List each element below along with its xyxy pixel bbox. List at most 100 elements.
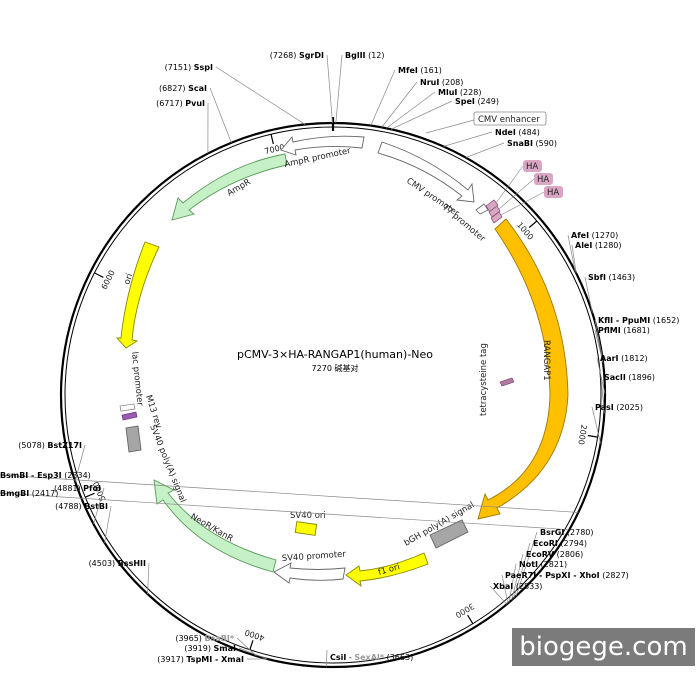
watermark: biogege.com — [512, 628, 695, 666]
ha-tag-label-2: HA — [537, 175, 549, 185]
t7-promoter-arrow — [475, 203, 489, 215]
restriction-site: AleI (1280) — [571, 241, 622, 274]
site-position: (2780) — [567, 528, 594, 537]
site-extra-name: SexAI* — [354, 653, 385, 662]
site-label: MfeI (161) — [398, 66, 442, 75]
site-name: PaeR7I - PspXI - XhoI — [505, 571, 600, 580]
tick-label: 6000 — [100, 269, 117, 291]
site-leader — [370, 69, 396, 126]
site-leader — [238, 647, 268, 660]
site-position: (1681) — [623, 326, 650, 335]
site-label: AleI (1280) — [575, 241, 622, 250]
site-position: (6827) — [159, 84, 186, 93]
site-position: (3663) — [387, 653, 414, 662]
site-leader — [584, 276, 593, 314]
site-label: (7151) SspI — [165, 63, 213, 72]
site-position: (3917) — [157, 655, 184, 664]
site-label: (4881) PfoI — [54, 484, 101, 493]
site-leader — [501, 574, 509, 604]
restriction-site: (5078) BstZ17I — [18, 441, 86, 482]
site-leader — [104, 505, 112, 543]
site-name: SnaBI — [507, 139, 533, 148]
site-position: (2417) — [32, 489, 59, 498]
tick-mark — [85, 492, 95, 498]
site-leader — [335, 54, 343, 124]
restriction-site: BglII (12) — [335, 51, 385, 124]
site-leader — [596, 357, 606, 394]
site-label: (3919) SmaI — [184, 644, 236, 653]
restriction-site: (4503) BssHII — [89, 559, 150, 595]
site-leader — [147, 562, 150, 595]
ori-arrow — [115, 241, 160, 349]
site-leader — [489, 585, 508, 605]
site-label: SpeI (249) — [455, 97, 499, 106]
site-leader — [594, 329, 604, 364]
site-leader — [215, 66, 306, 125]
ha-tag-2 — [488, 205, 501, 218]
site-position: (7268) — [270, 51, 297, 60]
restriction-site: CsiI - SexAI* (3663) — [326, 649, 414, 667]
site-name: CsiI — [330, 653, 346, 662]
site-label: PaeR7I - PspXI - XhoI (2827) — [505, 571, 629, 580]
site-name: PasI — [595, 403, 614, 412]
plasmid-size: 7270 碱基对 — [312, 363, 359, 373]
site-name: EcoRI — [533, 539, 558, 548]
site-label: NruI (208) — [420, 78, 463, 87]
sv40-ori-label: SV40 ori — [290, 511, 326, 521]
cmv-enhancer-label-box — [473, 111, 547, 126]
site-label: NdeI (484) — [495, 128, 540, 137]
site-leader — [591, 406, 601, 444]
site-name: NotI — [519, 560, 538, 569]
site-position: (2806) — [557, 550, 584, 559]
m13-rev-marker — [121, 411, 138, 421]
site-position: (1652) — [653, 316, 680, 325]
restriction-site: (4788) BstBI — [55, 502, 112, 543]
restriction-site: (6717) PvuI — [156, 99, 209, 154]
site-name: BsaBI* — [204, 634, 234, 643]
site-leader — [74, 444, 86, 482]
tetracysteine-tag-label: tetracysteine tag — [479, 343, 489, 416]
site-label: KflI - PpuMI (1652) — [598, 316, 679, 325]
restriction-site: NdeI (484) — [443, 128, 540, 147]
site-label: (5078) BstZ17I — [18, 441, 82, 450]
ampr-arrow — [171, 153, 288, 221]
site-leader — [465, 142, 505, 158]
ha-tag-3 — [490, 211, 503, 224]
restriction-sites: BglII (12)MfeI (161)NruI (208)MluI (228)… — [0, 51, 679, 667]
restriction-site: SbfI (1463) — [584, 273, 636, 314]
sv40-promoter-label: SV40 promoter — [282, 550, 347, 564]
site-leader — [513, 542, 531, 599]
site-name: XbaI — [493, 582, 513, 591]
site-leader — [326, 54, 333, 124]
restriction-site: EcoRI (2794) — [513, 539, 587, 599]
site-name: TspMI - XmaI — [186, 655, 244, 664]
site-name: PflMI — [598, 326, 621, 335]
restriction-site: (3917) TspMI - XmaI — [157, 655, 268, 664]
site-leader — [571, 244, 577, 274]
site-label: BsmBI - Esp3I (2334) — [0, 471, 91, 480]
site-position: (208) — [442, 78, 464, 87]
site-label: (3917) TspMI - XmaI — [157, 655, 244, 664]
site-position: (2025) — [616, 403, 643, 412]
plasmid-name: pCMV-3×HA-RANGAP1(human)-Neo — [237, 348, 433, 361]
site-leader — [0, 474, 579, 513]
tick-mark — [587, 434, 598, 438]
rangap1-arrow — [477, 218, 569, 520]
site-position: (1280) — [595, 241, 622, 250]
site-leader — [209, 87, 232, 143]
m13-rev-label: M13 rev — [143, 394, 163, 430]
site-leader — [594, 319, 603, 357]
site-name: ScaI — [188, 84, 207, 93]
sv40-polya-box — [125, 425, 142, 453]
site-name: SacII — [604, 373, 626, 382]
site-position: (1463) — [609, 273, 636, 282]
ha-tag-label-3: HA — [547, 188, 559, 198]
site-position: (12) — [368, 51, 384, 60]
site-leader — [600, 376, 605, 414]
site-label: BmgBI (2417) — [0, 489, 58, 498]
site-position: (3919) — [184, 644, 211, 653]
site-name: BstBI — [84, 502, 108, 511]
restriction-site: AfeI (1270) — [567, 231, 618, 272]
neor-kanr-arrow — [153, 479, 277, 573]
